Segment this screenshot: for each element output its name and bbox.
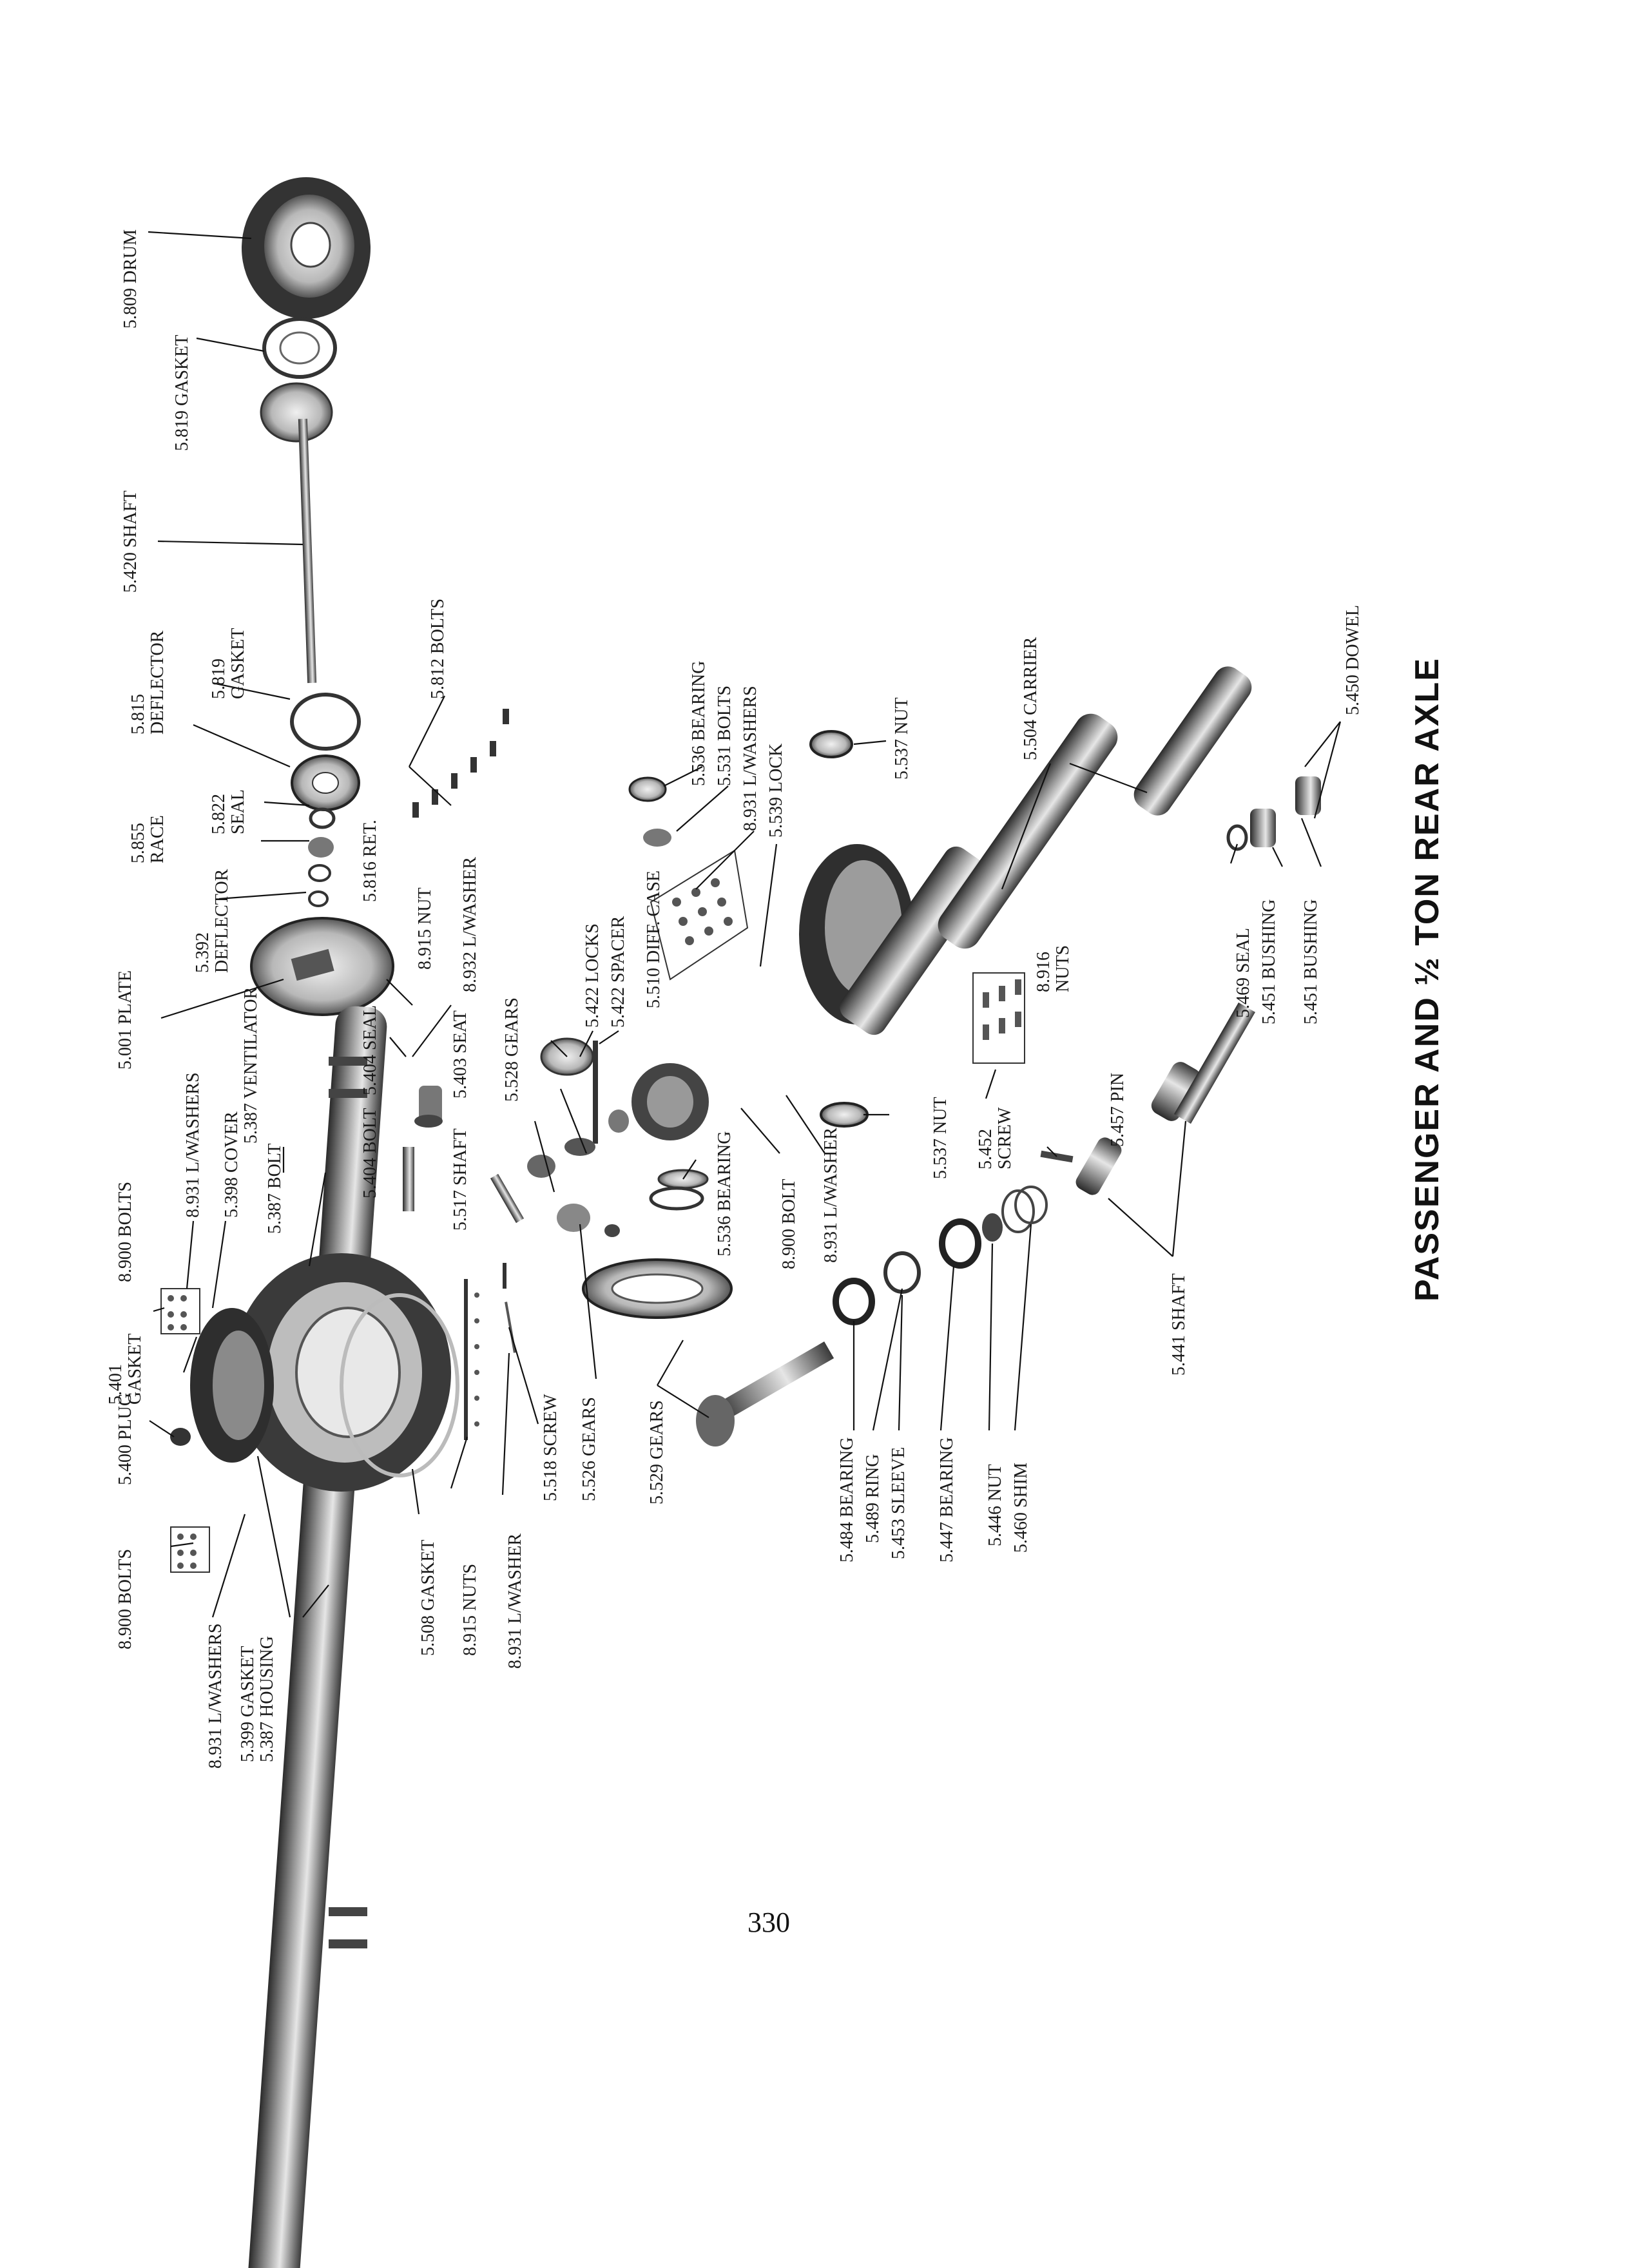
- label-bearing-5484: 5.484 BEARING: [837, 1437, 857, 1562]
- label-ret-5816: 5.816 RET.: [360, 820, 380, 902]
- ring-gear-pinion: [582, 1258, 834, 1446]
- label-seal-5822: 5.822 SEAL: [209, 789, 248, 834]
- label-carrier-5504: 5.504 CARRIER: [1021, 637, 1041, 760]
- carrier-nuts-screws: [972, 972, 1025, 1064]
- label-bolts-5812: 5.812 BOLTS: [428, 598, 448, 699]
- label-bolt-8900: 8.900 BOLT: [779, 1178, 799, 1269]
- label-bushing-5451-a: 5.451 BUSHING: [1259, 899, 1279, 1024]
- label-bearing-5536-top: 5.536 BEARING: [689, 660, 709, 786]
- label-bolt-5404: 5.404 BOLT: [360, 1108, 380, 1198]
- label-nut-8915-top: 8.915 NUT: [415, 887, 435, 970]
- retainer-plates: [290, 693, 361, 907]
- label-spacer-5422: 5.422 SPACER: [608, 916, 628, 1028]
- label-seal-5469: 5.469 SEAL: [1233, 928, 1253, 1018]
- label-bolts-5531: 5.531 BOLTS: [715, 685, 735, 786]
- drive-shaft: [1001, 1002, 1255, 1233]
- page-number: 330: [747, 1907, 790, 1938]
- bolts-group: [412, 709, 509, 818]
- label-lwashers-8931-bot: 8.931 L/WASHERS: [206, 1623, 226, 1769]
- carrier-nut-lower: [820, 1102, 869, 1128]
- label-lock-5539: 5.539 LOCK: [766, 743, 786, 838]
- label-plug-5400: 5.400 PLUG: [115, 1392, 135, 1485]
- label-seat-5403: 5.403 SEAT: [450, 1010, 470, 1099]
- backing-plate: [250, 917, 394, 1016]
- label-gasket-top: 5.819 GASKET: [172, 334, 192, 451]
- gasket-nuts-stack: [464, 1263, 516, 1440]
- label-bushing-5451-b: 5.451 BUSHING: [1301, 899, 1321, 1024]
- label-diffcase-5510: 5.510 DIFF. CASE: [644, 870, 664, 1008]
- carrier-nut: [809, 730, 853, 758]
- label-gears-5526: 5.526 GEARS: [579, 1397, 599, 1501]
- label-drum: 5.809 DRUM: [120, 229, 140, 329]
- label-shaft-5517: 5.517 SHAFT: [450, 1128, 470, 1231]
- label-housing-5387: 5.387 HOUSING: [257, 1636, 277, 1762]
- label-seal-5404: 5.404 SEAL: [360, 1005, 380, 1095]
- bushings: [1226, 776, 1321, 851]
- page-title: PASSENGER AND ½ TON REAR AXLE: [1409, 657, 1446, 1302]
- label-bolts-8900-top: 8.900 BOLTS: [115, 1181, 135, 1282]
- label-deflector-5392: 5.392 DEFLECTOR: [193, 869, 232, 973]
- carrier-housing: [799, 666, 1252, 1035]
- label-race-5855: 5.855 RACE: [128, 815, 168, 863]
- label-sleeve-5453: 5.453 SLEEVE: [889, 1446, 909, 1559]
- label-nut-5537-top: 5.537 NUT: [892, 697, 912, 780]
- leader-lines: [148, 231, 1342, 1618]
- label-dowel-5450: 5.450 DOWEL: [1343, 604, 1363, 715]
- label-ring-5489: 5.489 RING: [863, 1454, 883, 1543]
- label-shaft-5420: 5.420 SHAFT: [120, 490, 140, 593]
- label-lwashers-8931-top: 8.931 L/WASHERS: [740, 686, 760, 831]
- label-nuts-8915: 8.915 NUTS: [460, 1563, 480, 1656]
- diff-case-bolts: [628, 776, 749, 981]
- label-nut-5537-bot: 5.537 NUT: [930, 1097, 950, 1179]
- axle-shaft: [260, 382, 333, 684]
- differential-gears: [403, 1037, 709, 1237]
- housing-cover: [170, 1293, 459, 1477]
- label-screw-5452: 5.452 SCREW: [976, 1107, 1015, 1169]
- label-lwashers-8931-mid: 8.931 L/WASHERS: [183, 1072, 203, 1218]
- label-shim-5460: 5.460 SHIM: [1011, 1462, 1031, 1553]
- label-lwasher-8931-b: 8.931 L/WASHER: [821, 1128, 841, 1263]
- label-bearing-5447: 5.447 BEARING: [937, 1437, 957, 1562]
- label-bolt-5387: 5.387 BOLT: [265, 1143, 285, 1234]
- label-gasket-5399: 5.399 GASKET: [238, 1646, 258, 1762]
- gasket-ring: [262, 317, 337, 379]
- label-pin-5457: 5.457 PIN: [1108, 1072, 1128, 1147]
- label-lwasher-8932: 8.932 L/WASHER: [460, 857, 480, 992]
- label-nuts-8916: 8.916 NUTS: [1034, 945, 1073, 992]
- pinion-bearings: [833, 1186, 1048, 1325]
- label-bolts-8900-bot: 8.900 BOLTS: [115, 1548, 135, 1649]
- label-cover-5398: 5.398 COVER: [222, 1111, 242, 1218]
- label-deflector-5815: 5.815 DEFLECTOR: [128, 630, 168, 735]
- label-ventilator-5387: 5.387 VENTILATOR: [241, 986, 261, 1144]
- label-bearing-5536-bot: 5.536 BEARING: [715, 1131, 735, 1256]
- label-gasket-5508: 5.508 GASKET: [418, 1539, 438, 1656]
- label-locks-5422: 5.422 LOCKS: [583, 923, 602, 1028]
- label-gears-5529: 5.529 GEARS: [647, 1400, 667, 1504]
- label-plate-5001: 5.001 PLATE: [115, 970, 135, 1070]
- label-lwasher-8931-a: 8.931 L/WASHER: [505, 1533, 525, 1669]
- label-gears-5528: 5.528 GEARS: [502, 997, 522, 1102]
- brake-drum: [242, 177, 371, 319]
- cover-bolts: [160, 1288, 210, 1573]
- label-screw-5518: 5.518 SCREW: [541, 1394, 561, 1501]
- label-nut-5446: 5.446 NUT: [985, 1464, 1005, 1546]
- label-gasket-5819-b: 5.819 GASKET: [209, 628, 248, 699]
- label-shaft-5441: 5.441 SHAFT: [1169, 1273, 1189, 1376]
